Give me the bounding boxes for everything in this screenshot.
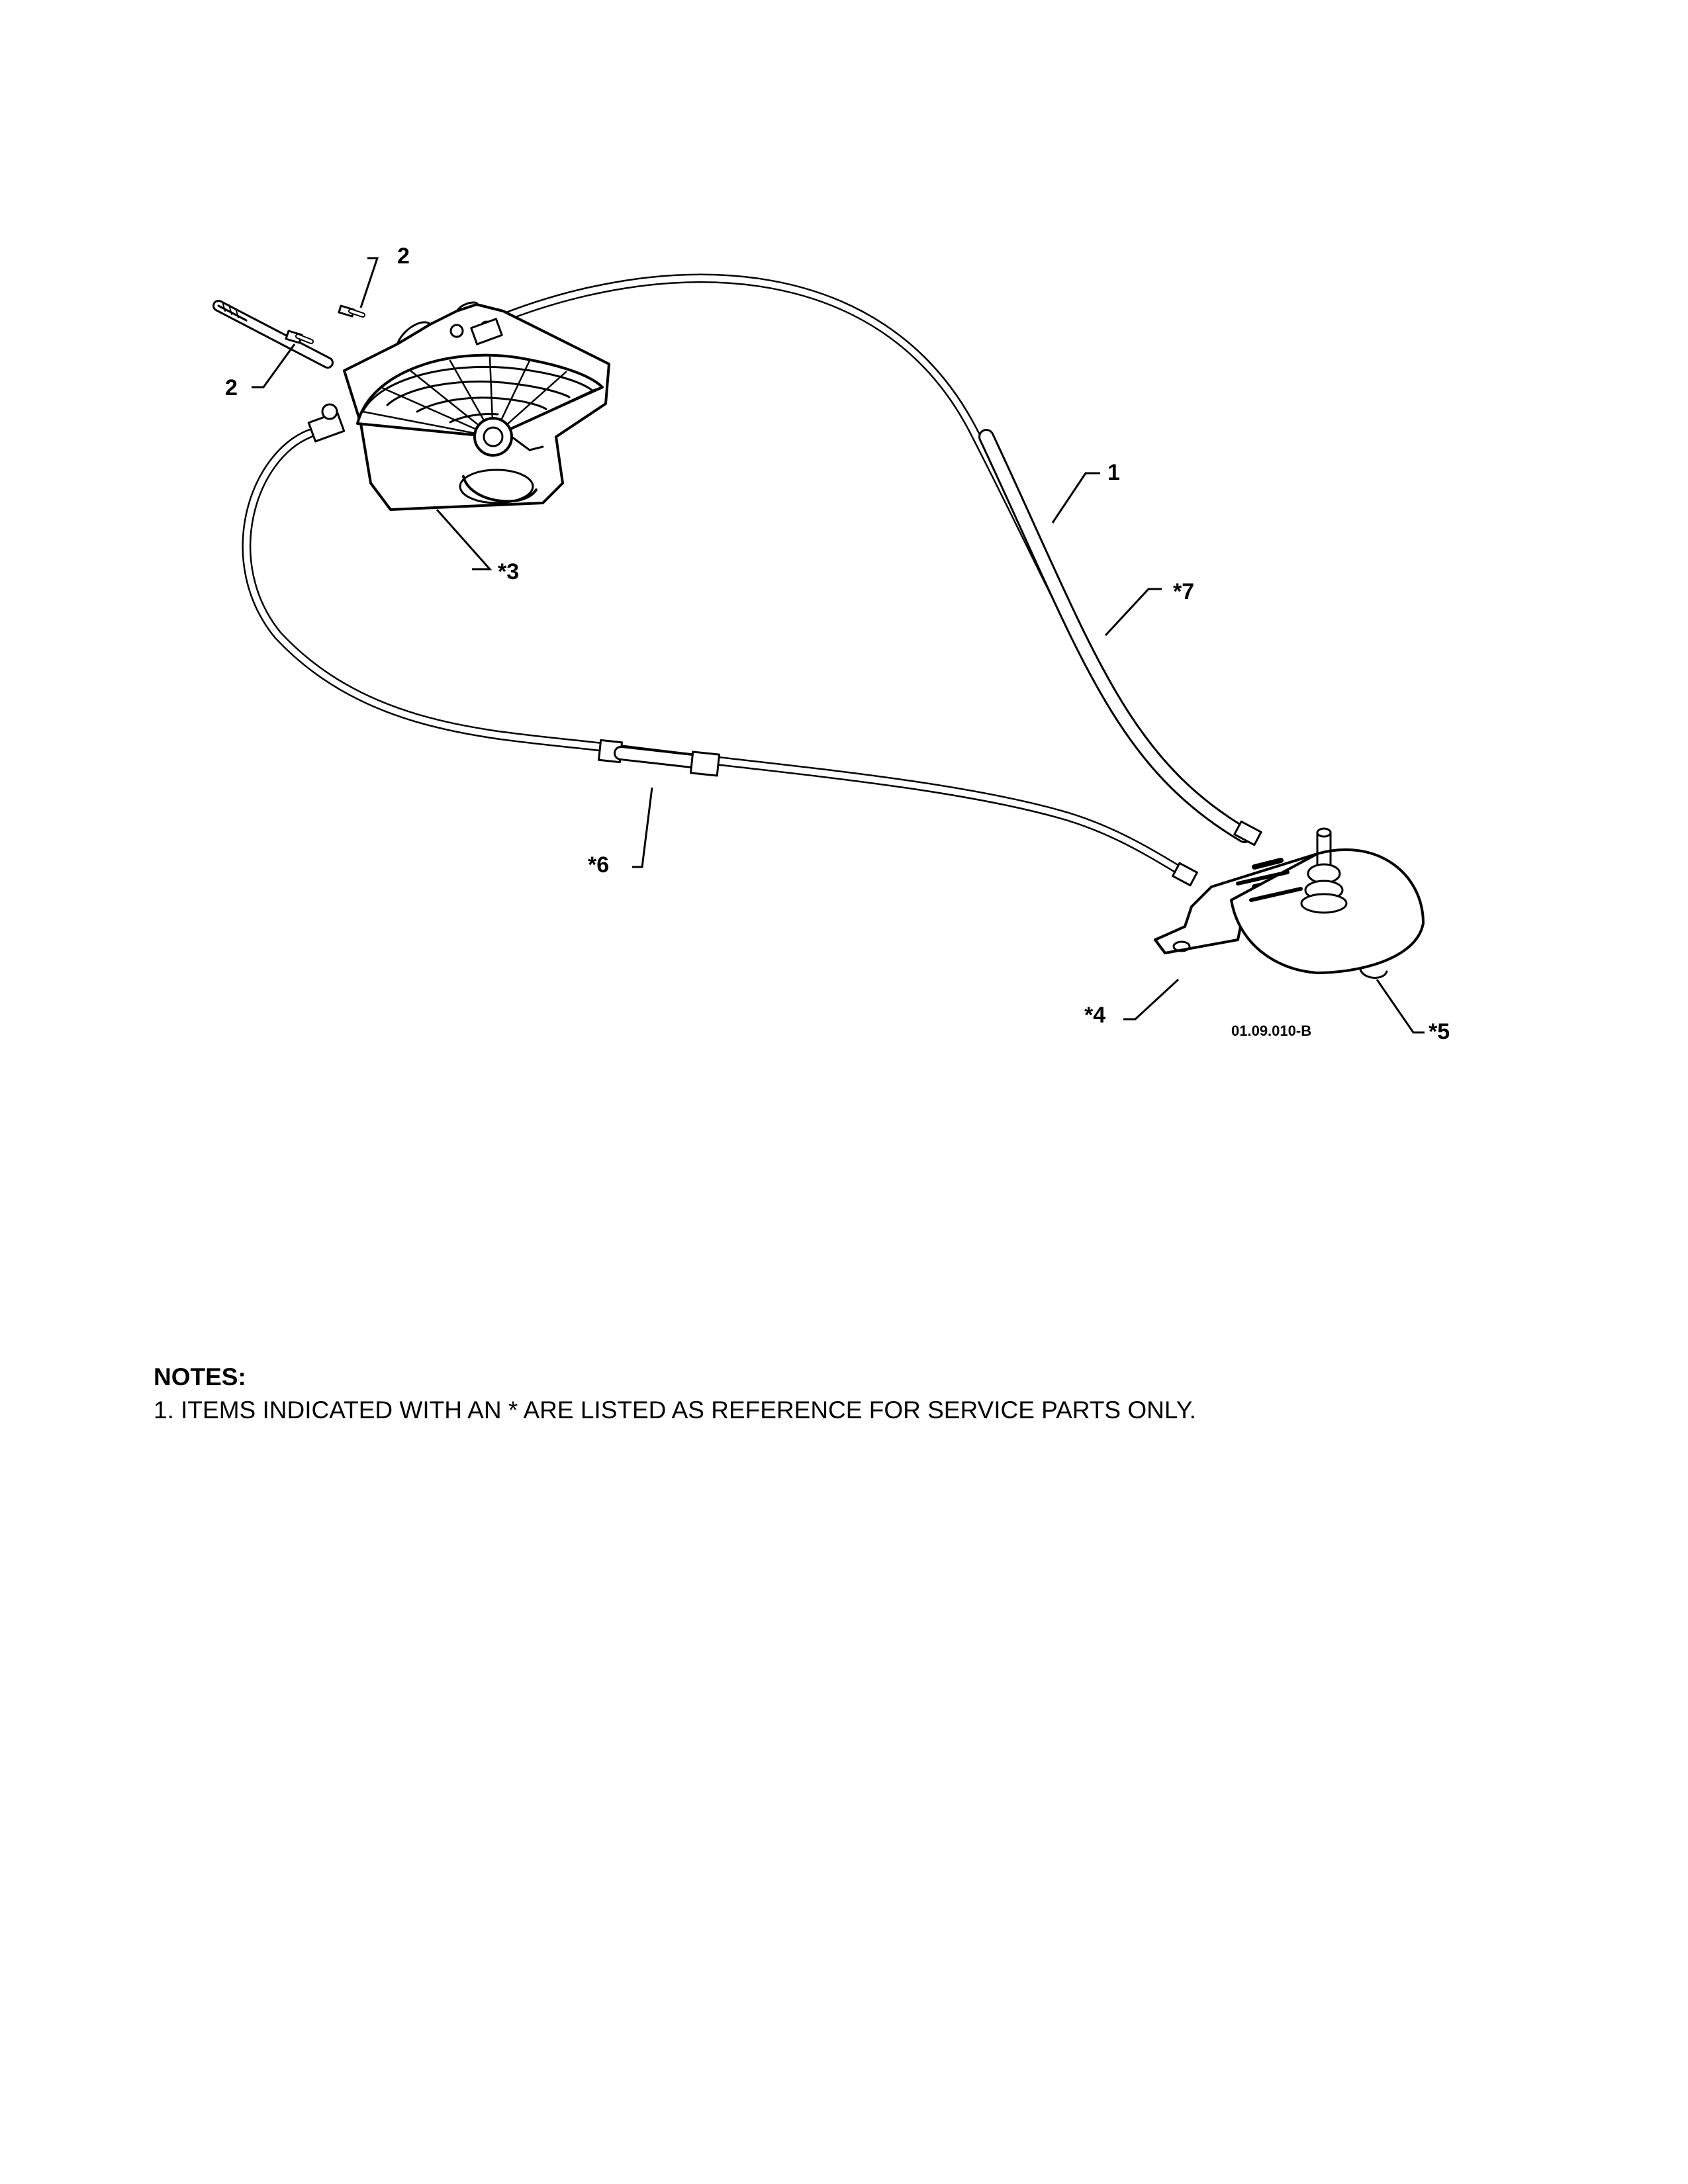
callout-6: *6	[588, 852, 609, 878]
bolt-top	[338, 304, 365, 318]
callout-2-top: 2	[397, 244, 410, 269]
notes-line-1: 1. ITEMS INDICATED WITH AN * ARE LISTED …	[154, 1396, 1196, 1424]
bolt-left	[285, 330, 314, 344]
leader-lines	[252, 257, 1425, 1034]
callout-5: *5	[1429, 1019, 1450, 1044]
callout-7: *7	[1173, 579, 1194, 604]
control-cable-upper	[485, 273, 1262, 846]
notes-section: NOTES: 1. ITEMS INDICATED WITH AN * ARE …	[154, 1363, 1196, 1424]
shift-bracket-assembly	[212, 300, 610, 511]
notes-title: NOTES:	[154, 1363, 246, 1390]
callout-3: *3	[498, 559, 519, 584]
control-cable-lower	[242, 429, 1198, 887]
cam-plate	[1230, 827, 1425, 979]
callout-2-left: 2	[225, 375, 238, 400]
drawing-id: 01.09.010-B	[1231, 1023, 1311, 1039]
callout-1: 1	[1107, 460, 1120, 485]
callout-4: *4	[1084, 1003, 1105, 1028]
